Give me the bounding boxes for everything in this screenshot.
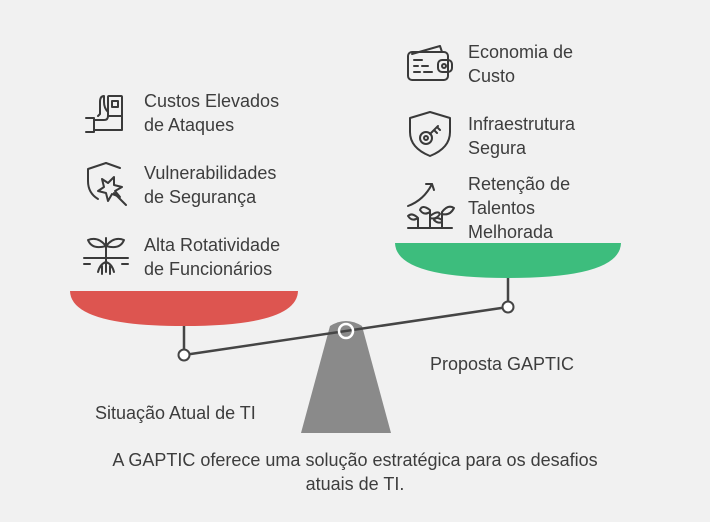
bill-hand-icon — [80, 88, 132, 140]
left-item-1-line1: Custos Elevados — [144, 91, 280, 111]
uprooted-plant-icon — [80, 228, 132, 280]
growth-plant-icon — [404, 178, 456, 230]
right-side-title: Proposta GAPTIC — [430, 354, 575, 374]
right-item-1-line2: Custo — [468, 66, 516, 86]
right-item-2: Infraestrutura Segura — [468, 112, 575, 160]
right-item-1-line1: Economia de — [468, 42, 574, 62]
left-side-title: Situação Atual de TI — [95, 403, 256, 423]
left-item-1-line2: de Ataques — [144, 115, 235, 135]
scale-beam — [183, 305, 509, 357]
right-item-3-line1: Retenção de — [468, 174, 571, 194]
right-item-2-line1: Infraestrutura — [468, 114, 576, 134]
right-item-3-line3: Melhorada — [468, 222, 554, 242]
wallet-icon — [404, 38, 456, 90]
fulcrum — [301, 321, 391, 433]
left-item-3-line1: Alta Rotatividade — [144, 235, 281, 255]
right-beam-end — [501, 300, 515, 314]
left-beam-end — [177, 348, 191, 362]
left-pan — [70, 291, 298, 326]
left-item-3: Alta Rotatividade de Funcionários — [144, 233, 280, 281]
caption: A GAPTIC oferece uma solução estratégica… — [60, 448, 650, 496]
shield-key-icon — [404, 108, 456, 160]
right-item-1: Economia de Custo — [468, 40, 573, 88]
left-item-2: Vulnerabilidades de Segurança — [144, 161, 276, 209]
right-pan — [395, 243, 621, 278]
right-item-2-line2: Segura — [468, 138, 527, 158]
left-item-3-line2: de Funcionários — [144, 259, 273, 279]
caption-line1: A GAPTIC oferece uma solução estratégica… — [112, 450, 598, 470]
left-item-2-line1: Vulnerabilidades — [144, 163, 277, 183]
right-item-3-line2: Talentos — [468, 198, 536, 218]
left-item-2-line2: de Segurança — [144, 187, 257, 207]
pivot-circle — [337, 322, 355, 340]
right-item-3: Retenção de Talentos Melhorada — [468, 172, 570, 244]
broken-shield-icon — [80, 157, 132, 209]
caption-line2: atuais de TI. — [305, 474, 405, 494]
left-item-1: Custos Elevados de Ataques — [144, 89, 279, 137]
